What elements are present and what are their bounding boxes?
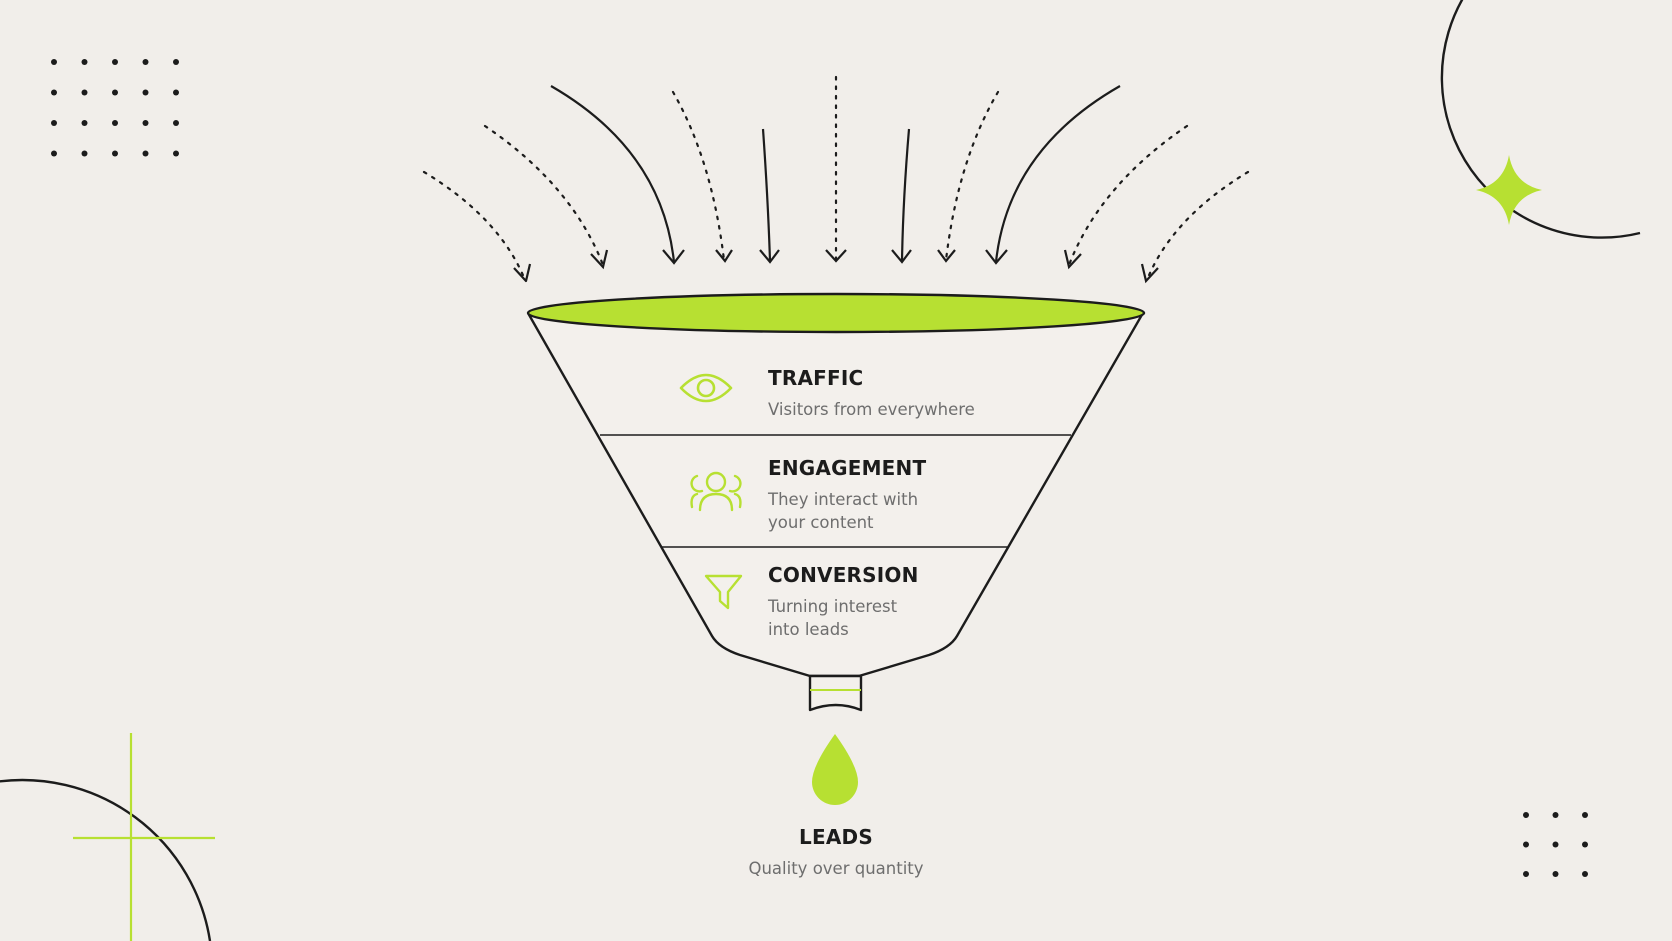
arrow-head-10 bbox=[1063, 249, 1082, 270]
stage-engagement-title: ENGAGEMENT bbox=[768, 456, 927, 480]
arrow-head-2 bbox=[590, 249, 609, 270]
grid-dot bbox=[81, 89, 88, 96]
dot-grid-bottom-right bbox=[1523, 812, 1588, 877]
grid-dot bbox=[1523, 841, 1529, 848]
grid-dot bbox=[112, 150, 118, 157]
grid-dot bbox=[173, 89, 179, 96]
grid-dot bbox=[1523, 871, 1529, 877]
grid-dot bbox=[51, 150, 57, 157]
grid-dot bbox=[1552, 841, 1559, 848]
arrow-dotted-11 bbox=[1145, 170, 1250, 282]
grid-dot bbox=[81, 150, 88, 157]
arrow-head-6 bbox=[825, 249, 847, 263]
arrow-dotted-8 bbox=[944, 90, 1000, 262]
grid-dot bbox=[1582, 871, 1588, 877]
grid-dot bbox=[173, 120, 179, 126]
grid-dot bbox=[142, 120, 149, 126]
arrow-solid-9 bbox=[994, 85, 1121, 263]
arrow-solid-3 bbox=[550, 85, 676, 263]
grid-dot bbox=[173, 59, 179, 65]
arrow-head-5 bbox=[759, 249, 780, 264]
leads-title: LEADS bbox=[799, 825, 873, 849]
stage-conversion-title: CONVERSION bbox=[768, 563, 919, 587]
stage-engagement: ENGAGEMENT They interact with your conte… bbox=[768, 456, 926, 534]
grid-dot bbox=[142, 59, 149, 65]
grid-dot bbox=[1582, 841, 1588, 848]
grid-dot bbox=[51, 59, 57, 65]
incoming-arrows bbox=[422, 75, 1250, 284]
arrow-head-3 bbox=[662, 249, 685, 265]
filter-icon bbox=[704, 574, 743, 610]
stage-engagement-description: They interact with your content bbox=[768, 490, 919, 532]
arrow-head-11 bbox=[1140, 263, 1159, 284]
arrow-dotted-10 bbox=[1067, 124, 1189, 267]
grid-dot bbox=[142, 89, 149, 96]
arrow-dotted-4 bbox=[671, 90, 726, 262]
arrow-head-8 bbox=[937, 249, 956, 263]
grid-dot bbox=[112, 59, 118, 65]
arc-top-right bbox=[1440, 0, 1641, 239]
stage-traffic-title: TRAFFIC bbox=[768, 366, 864, 390]
funnel-nozzle bbox=[808, 674, 863, 712]
grid-dot bbox=[51, 89, 57, 96]
grid-dot bbox=[81, 59, 88, 65]
grid-dot bbox=[1552, 871, 1559, 877]
arrow-head-9 bbox=[985, 249, 1008, 265]
grid-dot bbox=[142, 150, 149, 157]
stage-conversion-description: Turning interest into leads bbox=[768, 597, 898, 639]
sparkle-icon bbox=[1476, 155, 1542, 225]
grid-dot bbox=[112, 89, 118, 96]
stage-traffic: TRAFFIC Visitors from everywhere bbox=[768, 366, 975, 421]
crosshair-icon bbox=[73, 733, 215, 941]
eye-icon bbox=[679, 373, 733, 403]
grid-dot bbox=[1523, 812, 1529, 818]
leads-output: LEADS Quality over quantity bbox=[686, 825, 986, 880]
arc-bottom-left bbox=[0, 778, 212, 941]
arrow-head-7 bbox=[891, 249, 912, 264]
stage-conversion: CONVERSION Turning interest into leads bbox=[768, 563, 919, 641]
arrow-dotted-1 bbox=[422, 170, 527, 282]
users-icon bbox=[690, 471, 742, 512]
grid-dot bbox=[81, 120, 88, 126]
arrow-solid-7 bbox=[900, 128, 911, 262]
leads-description: Quality over quantity bbox=[748, 859, 924, 878]
grid-dot bbox=[1552, 812, 1559, 818]
arrow-solid-5 bbox=[761, 128, 772, 262]
funnel-opening bbox=[526, 292, 1146, 334]
grid-dot bbox=[112, 120, 118, 126]
arrow-head-1 bbox=[513, 263, 532, 283]
dot-grid-top-left bbox=[51, 59, 179, 157]
arrow-head-4 bbox=[715, 249, 733, 263]
arrow-dotted-2 bbox=[483, 124, 605, 267]
grid-dot bbox=[173, 150, 179, 157]
stage-traffic-description: Visitors from everywhere bbox=[768, 400, 975, 419]
drop-icon bbox=[812, 734, 858, 805]
grid-dot bbox=[51, 120, 57, 126]
grid-dot bbox=[1582, 812, 1588, 818]
